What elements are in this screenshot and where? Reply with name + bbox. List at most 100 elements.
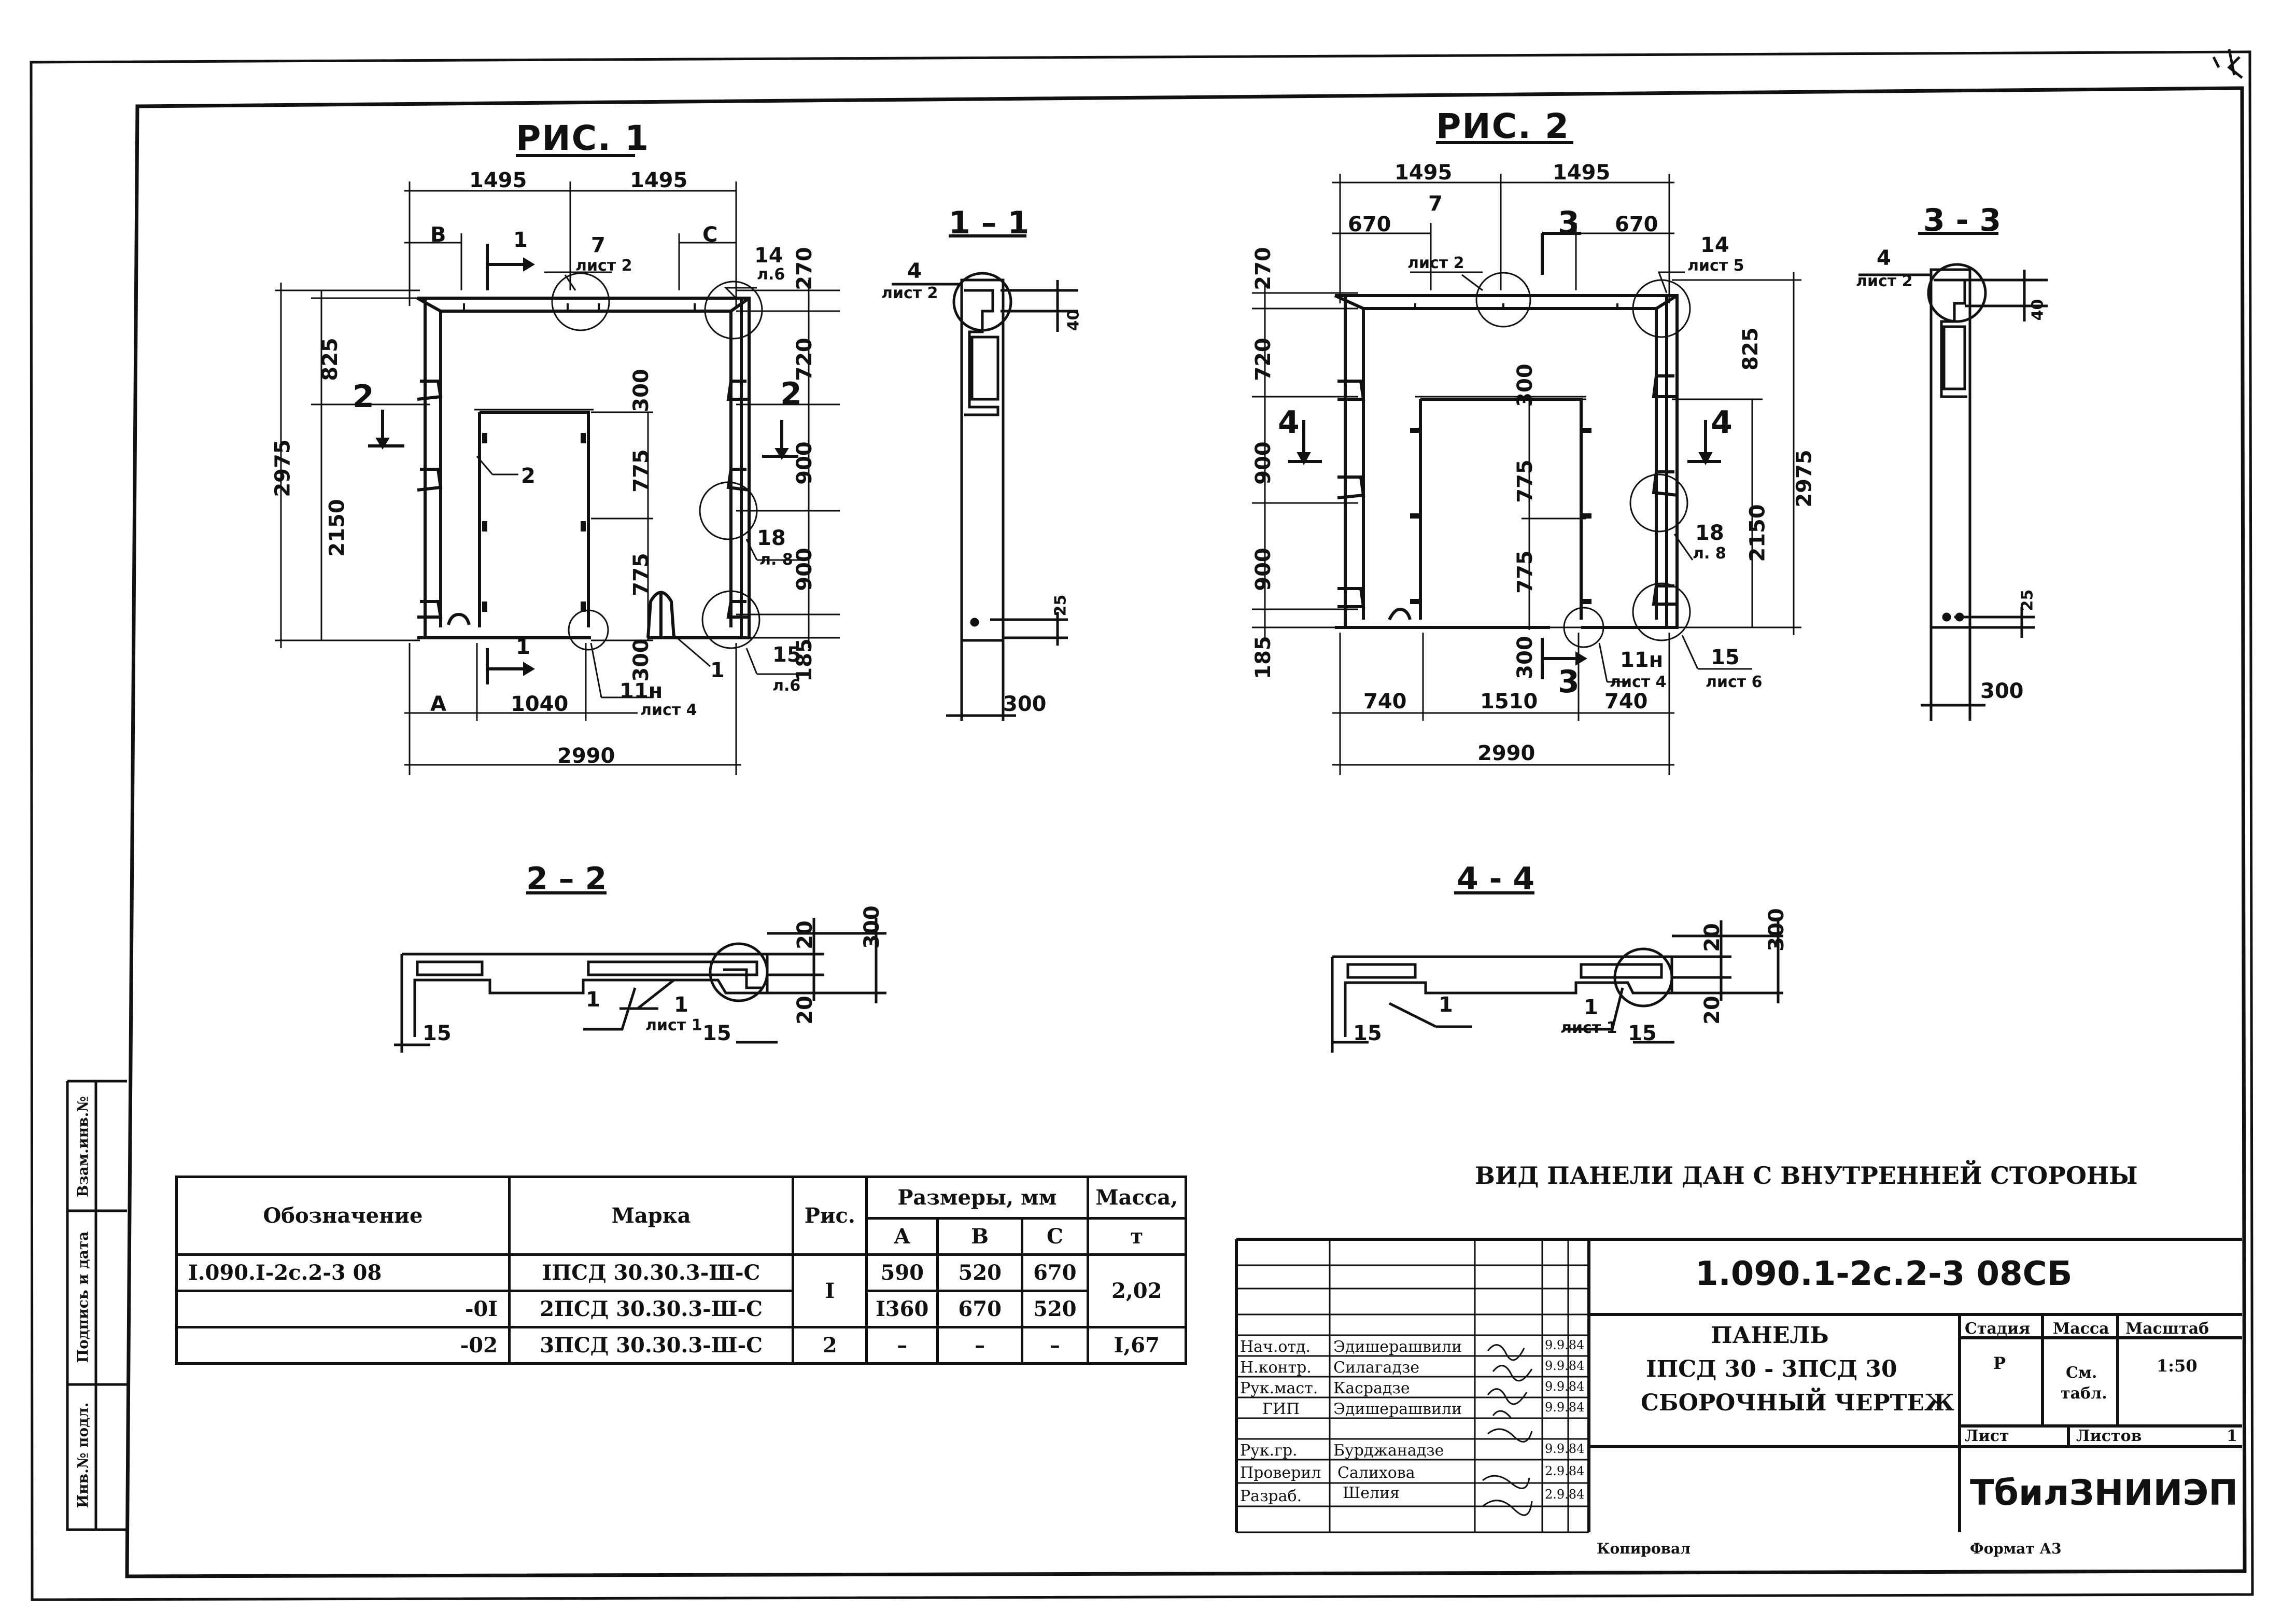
cell-a: I360 [865, 1290, 939, 1328]
s33-dim: 40 [2029, 299, 2047, 321]
cell-mark: 3ПСД 30.30.3-Ш-С [508, 1326, 795, 1365]
fig1-dim: 2975 [271, 439, 295, 497]
format-label: Формат А3 [1970, 1540, 2062, 1557]
cell-b: 520 [936, 1253, 1024, 1292]
role-label: Нач.отд. [1240, 1338, 1311, 1356]
name-label: Шелия [1343, 1484, 1400, 1502]
sheets-header: Листов [2076, 1427, 2142, 1445]
fig1-label: л.6 [757, 265, 785, 284]
fig2-label: 15 [1711, 646, 1740, 669]
s22-dim: 15 [422, 1022, 452, 1045]
cell-c: 670 [1021, 1253, 1089, 1292]
col-header-mass-unit: т [1086, 1217, 1188, 1256]
fig2-dim: 740 [1604, 690, 1648, 713]
fig1-section-marks [368, 244, 798, 684]
s44-dim: 15 [1628, 1022, 1657, 1045]
s33-label: 4 [1877, 246, 1891, 270]
fig1-dim: 1040 [511, 692, 569, 716]
section-1-1-title: 1 – 1 [949, 205, 1030, 241]
s11-dim: 300 [1003, 692, 1047, 716]
s11-label: 4 [907, 259, 922, 283]
fig2-dim: 720 [1251, 338, 1275, 381]
col-header-b: В [936, 1217, 1024, 1256]
name-label: Эдишерашвили [1333, 1338, 1462, 1356]
cell-c: – [1021, 1326, 1089, 1365]
fig2-dim: 300 [1513, 363, 1537, 407]
fig2-dim: 900 [1251, 441, 1275, 485]
fig2-dim: 2990 [1477, 741, 1536, 765]
fig1-dim: 1495 [630, 169, 688, 192]
s22-dim: 20 [793, 920, 817, 949]
s44-label: лист 1 [1560, 1019, 1617, 1037]
fig1-dimension-lines [275, 181, 840, 775]
cell-b: 670 [936, 1290, 1024, 1328]
fig2-dim: 825 [1738, 327, 1763, 371]
fig2-section-marks [1288, 232, 1721, 679]
fig2-label: 14 [1700, 233, 1729, 257]
fig1-cut-label: 2 [780, 376, 802, 412]
fig2-label: лист 2 [1407, 254, 1464, 272]
fig1-label: 7 [591, 233, 605, 257]
fig1-label: 18 [757, 526, 786, 550]
mass-value-2: табл. [2061, 1384, 2107, 1403]
title-line1: ПАНЕЛЬ [1711, 1322, 1829, 1349]
fig1-dim: 300 [629, 638, 653, 682]
role-label: Проверил [1240, 1464, 1321, 1482]
s44-label: 1 [1584, 996, 1598, 1019]
side-stamp-frame [66, 1080, 127, 1531]
fig1-dim: B [430, 223, 446, 247]
s11-dim: 25 [1051, 594, 1070, 617]
cell-mass: 2,02 [1086, 1253, 1188, 1328]
fig2-dim: 775 [1513, 550, 1537, 594]
fig1-dim: A [430, 692, 446, 716]
fig1-dim: 720 [792, 338, 816, 381]
spec-table: Обозначение Марка Рис. Размеры, мм Масса… [175, 1176, 1188, 1365]
fig1-label: л. 8 [759, 551, 793, 569]
figure-title-underlines [516, 141, 1573, 157]
fig2-dim: 300 [1513, 636, 1537, 679]
s44-dim: 20 [1700, 996, 1724, 1025]
fig1-label: 14 [754, 244, 783, 268]
fig1-dim: 900 [792, 441, 816, 485]
fig1-label: лист 4 [640, 701, 697, 719]
table-row: -02 3ПСД 30.30.3-Ш-С 2 – – – I,67 [175, 1326, 1188, 1365]
fig1-dim: 775 [629, 553, 653, 596]
s22-label: 1 [586, 988, 600, 1012]
scale-value: 1:50 [2157, 1356, 2198, 1376]
doc-code: 1.090.1-2с.2-3 08СБ [1695, 1255, 2073, 1293]
side-stamp-inv-orig: Инв.№ подл. [74, 1402, 92, 1508]
col-header-designation: Обозначение [175, 1176, 511, 1256]
title-block-grid [1236, 1239, 1589, 1533]
cell-fig: I [792, 1253, 868, 1328]
cell-b: – [936, 1326, 1024, 1365]
section-4-4-drawing [1331, 920, 1783, 1053]
fig2-dim: 1510 [1480, 690, 1538, 713]
s44-dim: 20 [1700, 923, 1724, 952]
role-label: Н.контр. [1240, 1359, 1312, 1377]
section-2-2-title: 2 – 2 [526, 861, 607, 897]
s44-dim: 15 [1353, 1022, 1382, 1045]
fig2-label: лист 6 [1706, 673, 1763, 691]
table-row: -0I 2ПСД 30.30.3-Ш-С I360 670 520 [175, 1290, 1186, 1328]
date-label: 9.9.84 [1545, 1359, 1585, 1373]
fig1-label: 2 [521, 464, 536, 488]
cell-designation: I.090.I-2с.2-3 08 [175, 1253, 511, 1292]
organization: ТбилЗНИИЭП [1970, 1473, 2238, 1514]
name-label: Бурджанадзе [1333, 1442, 1444, 1460]
outer-frame [30, 50, 2254, 1601]
side-stamp-sign-date: Подпись и дата [74, 1231, 92, 1363]
corner-mark [2212, 49, 2243, 79]
fig1-label: лист 2 [575, 257, 632, 275]
s22-dim: 300 [860, 905, 884, 949]
s22-dim: 15 [702, 1022, 731, 1045]
title-line3: СБОРОЧНЫЙ ЧЕРТЕЖ [1641, 1390, 1954, 1416]
sheet-header: Лист [1965, 1427, 2009, 1445]
s33-dim: 25 [2018, 589, 2037, 611]
section-4-4-title: 4 - 4 [1457, 861, 1535, 897]
col-header-mark: Марка [508, 1176, 795, 1256]
cell-a: 590 [865, 1253, 939, 1292]
role-label: ГИП [1262, 1400, 1300, 1418]
fig2-title: РИС. 2 [1436, 106, 1570, 146]
